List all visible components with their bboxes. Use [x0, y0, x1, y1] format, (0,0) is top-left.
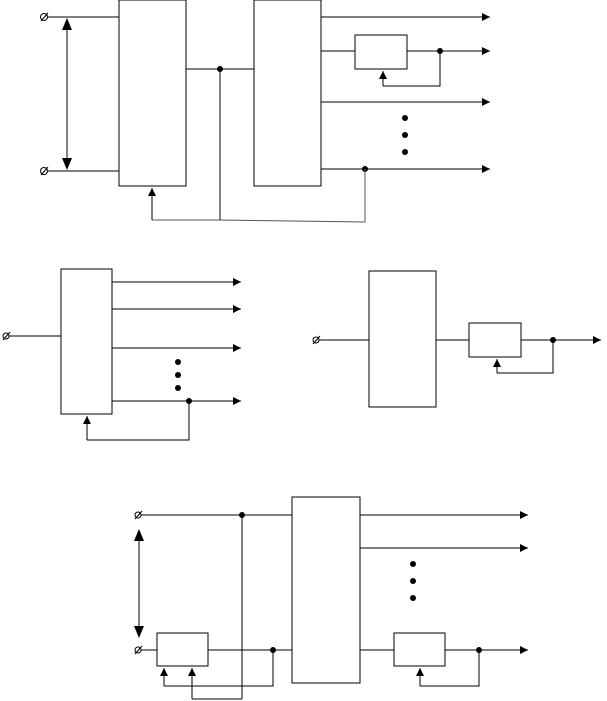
- bottom-panel: [134, 496, 528, 700]
- ellipsis-dots: [175, 359, 181, 391]
- middle-left-panel: [2, 268, 241, 441]
- regulator-block: [354, 34, 408, 70]
- input-terminal-2: [134, 645, 143, 655]
- input-terminal: [2, 331, 11, 341]
- voltage-arrow: [134, 529, 144, 638]
- output-regulator-block: [393, 632, 446, 667]
- top-panel: [40, 0, 490, 223]
- feedback-loop: [87, 401, 190, 441]
- distributor-block: [253, 0, 322, 187]
- regulator-block: [468, 322, 522, 358]
- ellipsis-dots: [402, 115, 408, 155]
- input-terminal-1: [134, 510, 143, 520]
- distributor-block: [291, 496, 361, 684]
- input-terminal-2: [40, 166, 49, 176]
- input-terminal: [312, 335, 321, 345]
- output-regulator-feedback: [420, 650, 480, 687]
- input-terminal-1: [40, 12, 49, 22]
- regulator-feedback: [497, 340, 554, 374]
- converter-block-1: [118, 0, 187, 187]
- regulator-feedback: [383, 51, 441, 87]
- input-regulator-block: [156, 632, 209, 667]
- distributor-block: [60, 268, 113, 415]
- feedback-loop: [152, 169, 366, 223]
- ellipsis-dots: [410, 561, 416, 601]
- middle-right-panel: [312, 270, 601, 408]
- regulator-feedback: [164, 650, 274, 687]
- voltage-arrow: [62, 18, 72, 170]
- converter-block: [368, 270, 437, 408]
